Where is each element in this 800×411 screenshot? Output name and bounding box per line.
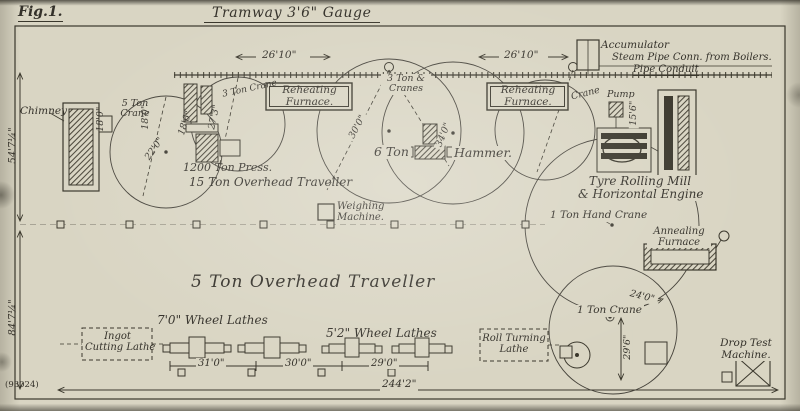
dashed-lathe-outlines <box>60 327 560 362</box>
annealing-furnace-label: Annealing Furnace <box>647 226 711 248</box>
dim-total-width: 244'2" <box>380 378 419 391</box>
five-ton-crane-label: 5 Ton Crane <box>120 98 150 120</box>
weighing-machine-shape <box>317 203 335 221</box>
dim-lathes-30: 30'0" <box>283 358 314 369</box>
dim-15-6: 15'6" <box>628 98 640 129</box>
roll-turning-area-shapes <box>559 341 668 369</box>
chimney-label: Chimney <box>20 105 68 117</box>
pipe-conduit-label: Pipe Conduit <box>633 64 699 76</box>
one-ton-crane-label: 1 Ton Crane <box>575 304 644 317</box>
wheel-lathes-52-label: 5'2" Wheel Lathes <box>326 326 437 340</box>
steam-pipe-label: Steam Pipe Conn. from Boilers. <box>612 52 772 63</box>
fig-label: Fig.1. <box>18 4 63 23</box>
dim-18-0-a: 18'0" <box>94 106 106 132</box>
reheating-furnace-2-label: Reheating Furnace. <box>500 84 556 108</box>
dim-bay-left: 26'10" <box>262 49 297 61</box>
roll-lathe-label: Roll Turning Lathe <box>482 333 546 355</box>
press-shape <box>183 83 241 163</box>
traveller-5-label: 5 Ton Overhead Traveller <box>191 272 436 292</box>
press-label: 1200 Ton Press. <box>183 161 273 174</box>
wheel-lathes-70-label: 7'0" Wheel Lathes <box>157 313 268 327</box>
weighing-machine-label: Weighing Machine. <box>337 201 385 223</box>
column-row-bottom <box>177 368 396 377</box>
drawing-frame <box>14 25 786 400</box>
dim-height-upper: 54'7¼" <box>7 127 19 164</box>
hand-crane-label: 1 Ton Hand Crane <box>548 209 650 222</box>
hammer-label-right: Hammer. <box>452 145 515 160</box>
tyre-mill-shape <box>596 89 697 177</box>
chimney-shape <box>49 102 113 192</box>
accumulator-label: Accumulator <box>601 39 670 51</box>
reheating-furnace-1-label: Reheating Furnace. <box>282 84 337 108</box>
traveller-15-label: 15 Ton Overhead Traveller <box>189 175 353 189</box>
dim-29-6: 29'6" <box>622 330 634 365</box>
accumulator-shape <box>576 39 772 74</box>
tyre-mill-label: Tyre Rolling Mill & Horizontal Engine <box>576 174 704 202</box>
reheating-furnace-2-shape <box>486 82 569 111</box>
pump-label: Pump <box>607 89 635 100</box>
column-row-mid <box>56 220 530 229</box>
drop-test-label: Drop Test Machine. <box>713 337 779 362</box>
plate-number: (93024) <box>5 380 39 390</box>
drawing-title: Tramway 3'6" Gauge <box>204 5 380 24</box>
dim-lathes-29: 29'0" <box>369 358 400 369</box>
dim-lathes-31: 31'0" <box>196 358 227 369</box>
dim-bay-right: 26'10" <box>504 49 539 61</box>
hammer-label-left: 6 Ton <box>372 144 411 159</box>
dim-18-0-b: 18'0" <box>139 104 151 130</box>
annealing-furnace-shape <box>643 230 730 271</box>
wheel-lathe-shapes <box>162 336 453 359</box>
dim-height-lower: 84'7¼" <box>7 299 19 336</box>
pump-shape <box>608 101 624 128</box>
three-ton-cranes-label: 3 Ton & Cranes <box>381 73 431 95</box>
ingot-lathe-label: Ingot Cutting Lathe <box>85 331 156 353</box>
reheating-furnace-1-shape <box>265 82 353 111</box>
